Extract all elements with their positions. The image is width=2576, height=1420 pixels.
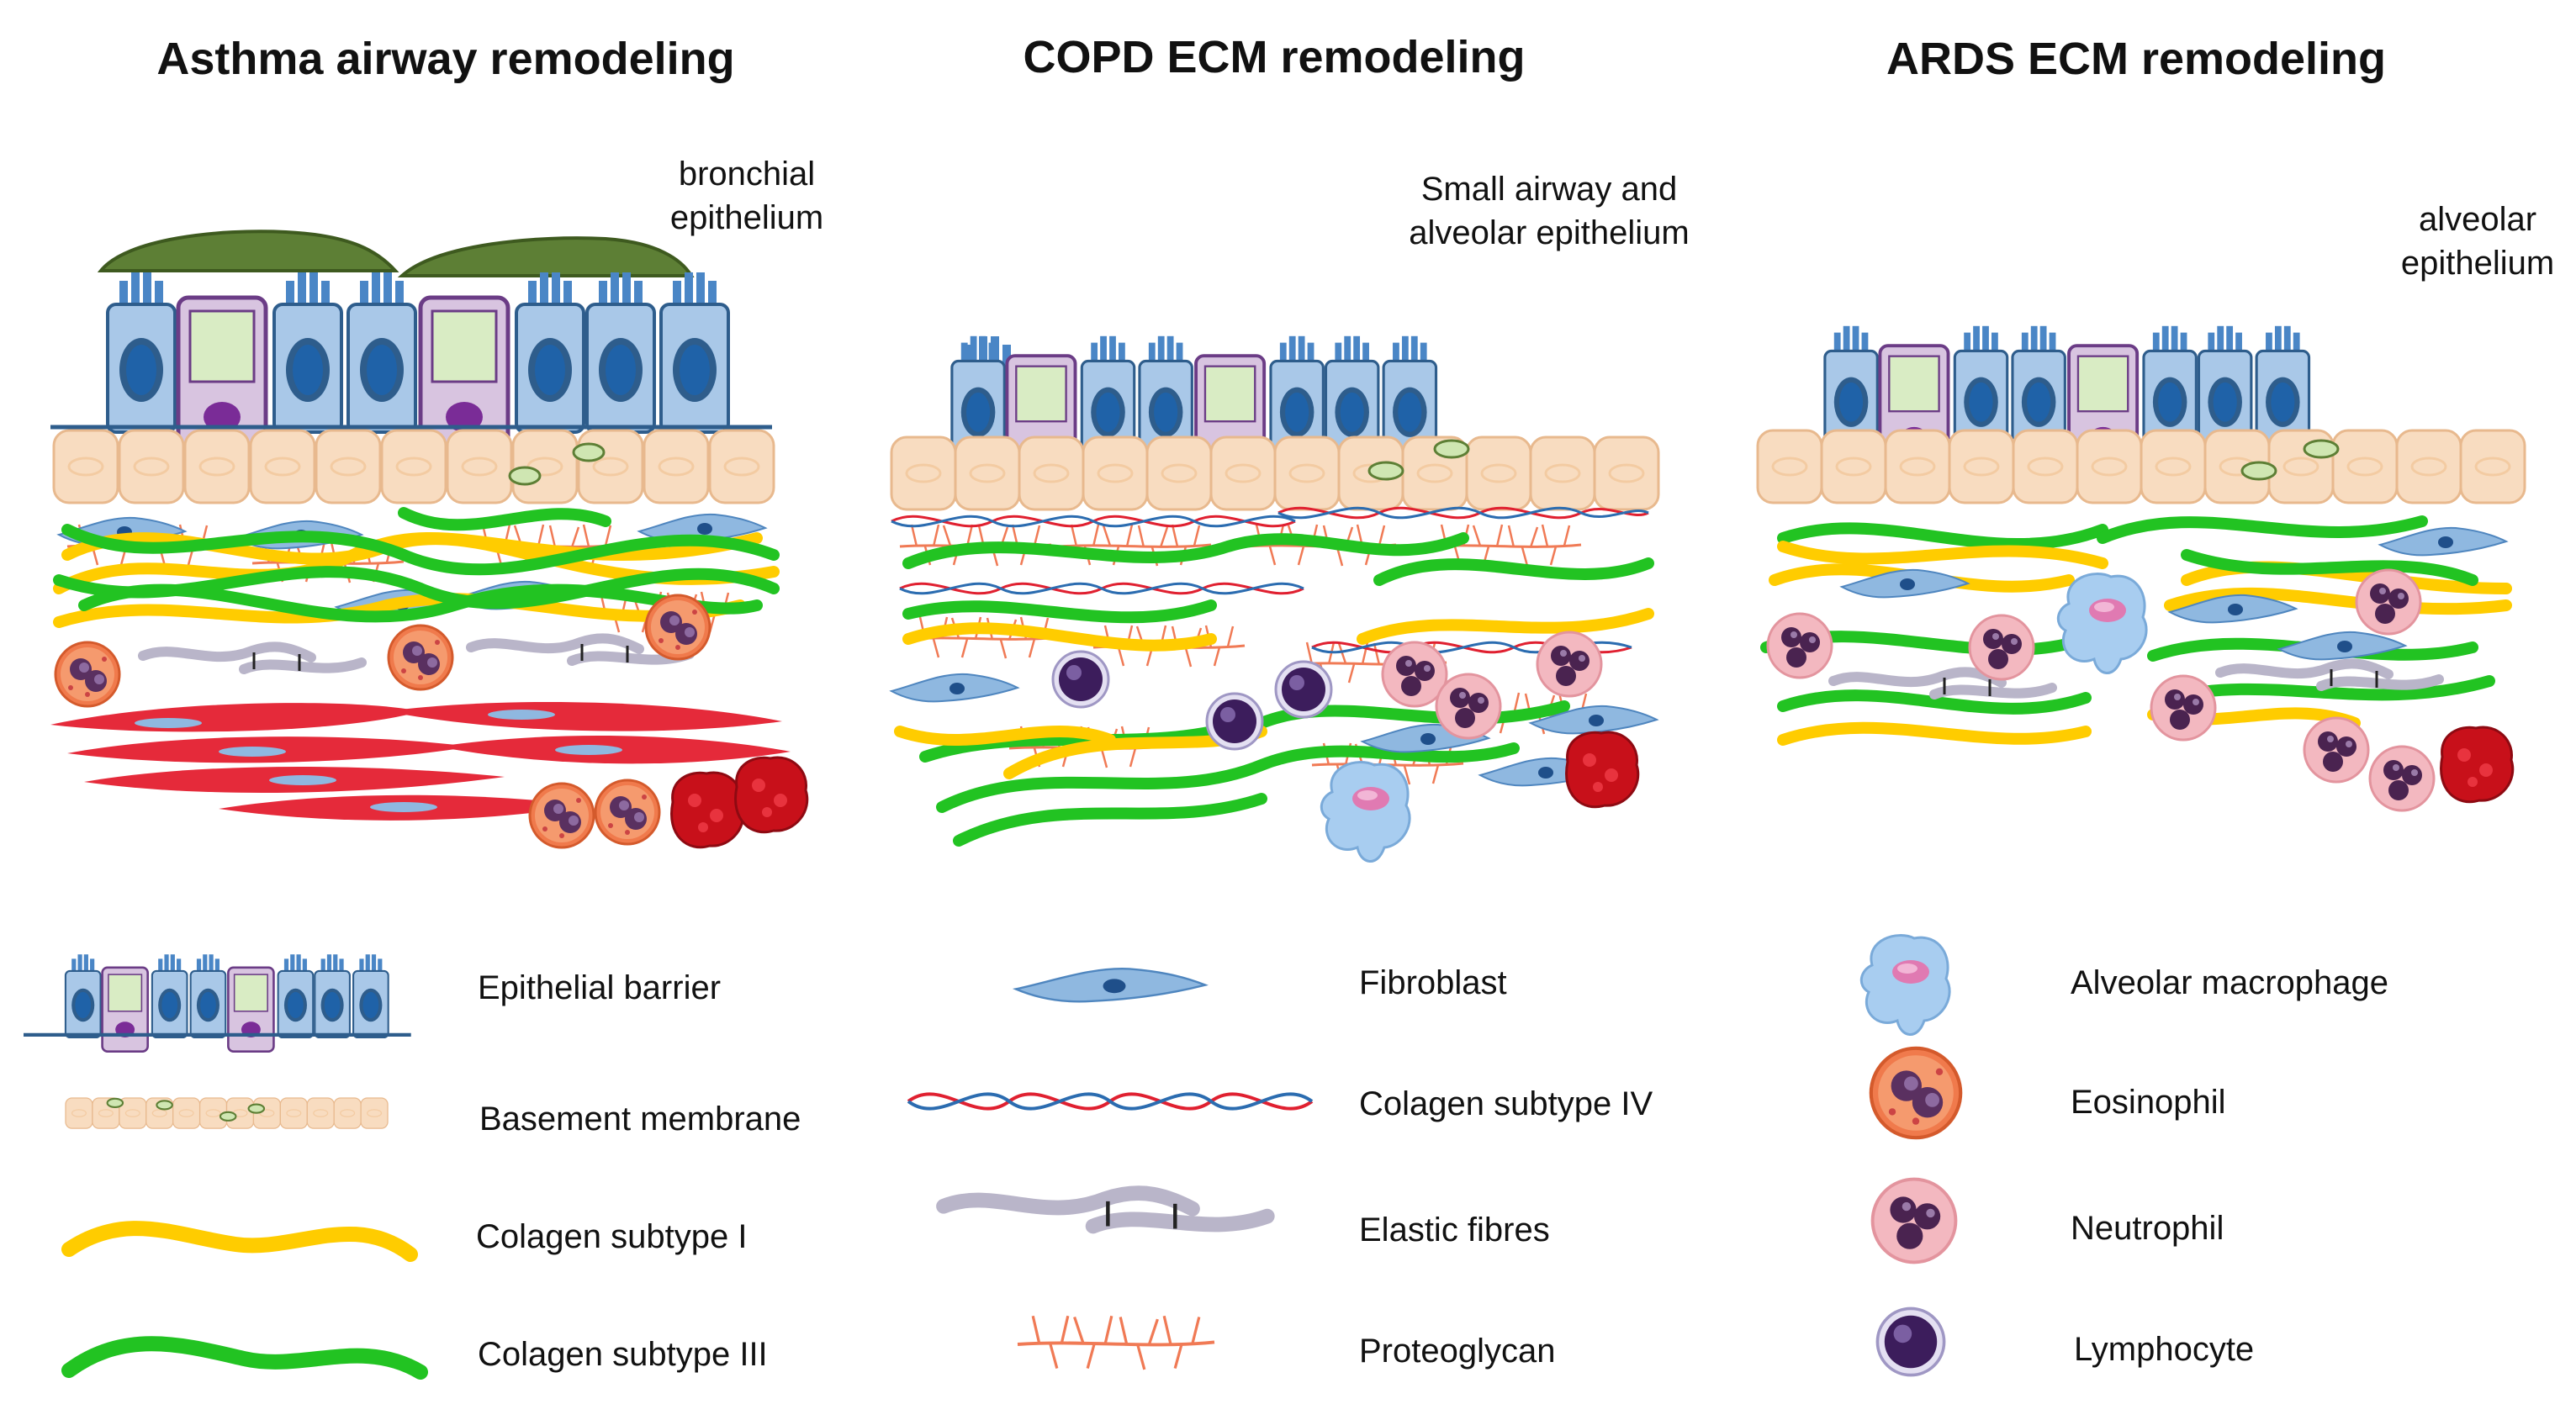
tissue-label-copd-line2: alveolar epithelium (1409, 214, 1690, 251)
legend-label-fibroblast: Fibroblast (1359, 964, 1507, 1001)
basement-membrane (1756, 429, 2526, 504)
neutrophil (1968, 614, 2035, 681)
neutrophil (2368, 745, 2436, 812)
tissue-label-ards-line1: alveolar (2419, 201, 2536, 238)
legend-label-collagen-iii: Colagen subtype III (478, 1336, 768, 1373)
legend-label-epithelial-barrier: Epithelial barrier (478, 969, 721, 1006)
fibroblast-icon (1014, 967, 1207, 1003)
mast-cell (2440, 726, 2515, 804)
mast-cell (1565, 731, 1640, 809)
eosinophil (528, 782, 595, 849)
ards-ecm (1760, 515, 2515, 812)
elastic-fibre-icon (944, 1193, 1267, 1228)
panel-title-asthma: Asthma airway remodeling (156, 34, 734, 84)
copd-ecm (891, 506, 1658, 863)
collagen-iii-icon (61, 1336, 428, 1380)
epithelial-barrier (50, 271, 772, 459)
legend-label-collagen-iv: Colagen subtype IV (1359, 1085, 1653, 1122)
lymphocyte (1205, 692, 1264, 751)
fibroblast (891, 673, 1018, 703)
mucus-layer (97, 230, 399, 272)
collagen-iv-icon (907, 1092, 1314, 1111)
tissue-label-asthma-line1: bronchial (679, 156, 815, 193)
mucus-layer (397, 236, 695, 277)
legend-label-eosinophil: Eosinophil (2071, 1084, 2226, 1121)
neutrophil (2303, 716, 2370, 784)
tissue-label-copd-line1: Small airway and (1421, 171, 1678, 208)
basement-membrane (890, 436, 1660, 511)
panel-title-copd: COPD ECM remodeling (1023, 32, 1525, 82)
legend-label-collagen-i: Colagen subtype I (476, 1218, 747, 1255)
lymphocyte-icon (1875, 1307, 1946, 1377)
epithelial-barrier-icon (24, 953, 411, 1053)
legend-label-neutrophil: Neutrophil (2071, 1210, 2224, 1247)
smooth-muscle-layer (50, 701, 791, 821)
eosinophil-icon (1871, 1048, 1960, 1138)
asthma-panel (50, 230, 809, 849)
tissue-label-ards-line2: epithelium (2401, 245, 2554, 282)
neutrophil (1766, 612, 1833, 679)
neutrophil-icon (1870, 1177, 1958, 1264)
neutrophil (1536, 631, 1603, 698)
alveolar-macrophage (2056, 573, 2148, 675)
mast-cell (670, 771, 745, 849)
neutrophil (2355, 568, 2422, 636)
asthma-ecm (53, 507, 780, 708)
macrophage-icon (1859, 934, 1951, 1037)
tissue-label-asthma-line2: epithelium (670, 199, 823, 236)
legend-label-alveolar-macrophage: Alveolar macrophage (2071, 964, 2388, 1001)
eosinophil (644, 594, 711, 661)
copd-panel (890, 335, 1660, 863)
legend-label-elastic-fibres: Elastic fibres (1359, 1211, 1550, 1248)
neutrophil (2150, 674, 2217, 742)
eosinophil (387, 624, 454, 691)
legend-label-proteoglycan: Proteoglycan (1359, 1333, 1555, 1370)
panel-title-ards: ARDS ECM remodeling (1886, 34, 2386, 84)
ards-panel (1756, 325, 2526, 812)
eosinophil (594, 779, 661, 846)
collagen-i-icon (61, 1221, 418, 1262)
lymphocyte (1051, 650, 1110, 709)
mast-cell (734, 756, 809, 834)
legend-label-basement-membrane: Basement membrane (479, 1101, 801, 1138)
basement-membrane (52, 429, 775, 504)
legend: Epithelial barrier Basement membrane Col… (24, 934, 2388, 1380)
legend-label-lymphocyte: Lymphocyte (2074, 1331, 2254, 1368)
proteoglycan-icon (1016, 1314, 1216, 1371)
neutrophil (1435, 673, 1502, 740)
alveolar-macrophage (1320, 761, 1411, 863)
basement-membrane-icon (65, 1097, 389, 1129)
lymphocyte (1274, 660, 1333, 719)
eosinophil (54, 641, 121, 708)
